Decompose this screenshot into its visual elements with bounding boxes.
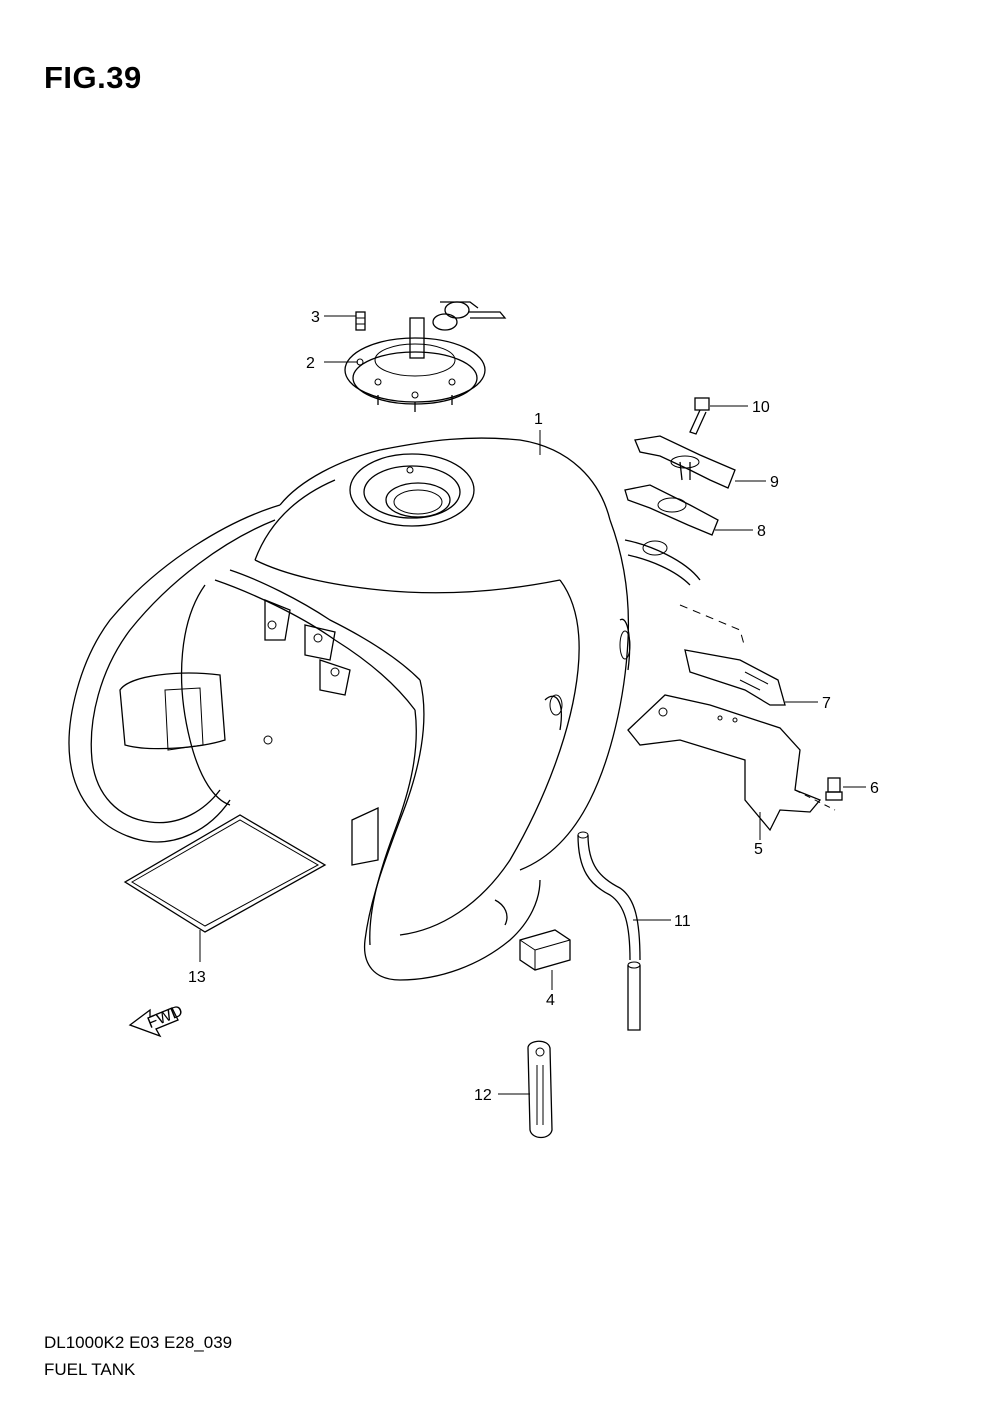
leader-lines bbox=[199, 315, 866, 1095]
part-label-4: 4 bbox=[546, 992, 555, 1009]
part-label-10: 10 bbox=[752, 399, 770, 416]
part-label-1: 1 bbox=[534, 411, 543, 428]
part-label-7: 7 bbox=[822, 695, 831, 712]
mount-parts-drawing bbox=[624, 397, 843, 832]
part-label-8: 8 bbox=[757, 523, 766, 540]
part-label-13: 13 bbox=[188, 969, 206, 986]
figure-title: FIG.39 bbox=[44, 60, 142, 95]
part-label-12: 12 bbox=[474, 1087, 492, 1104]
model-code: DL1000K2 E03 E28_039 bbox=[44, 1333, 233, 1352]
part-label-6: 6 bbox=[870, 780, 879, 797]
part-label-2: 2 bbox=[306, 355, 315, 372]
part-labels: 1 2 3 4 5 6 7 8 9 10 11 12 13 FWD bbox=[145, 309, 879, 1104]
fuel-cap-drawing bbox=[344, 301, 507, 412]
fuel-tank-drawing bbox=[68, 437, 701, 981]
fwd-label: FWD bbox=[145, 1003, 185, 1032]
misc-parts-drawing bbox=[123, 814, 641, 1139]
figure-name: FUEL TANK bbox=[44, 1360, 136, 1379]
part-label-5: 5 bbox=[754, 841, 763, 858]
fwd-arrow-icon bbox=[128, 1007, 179, 1038]
part-label-11: 11 bbox=[674, 913, 691, 930]
part-label-9: 9 bbox=[770, 474, 779, 491]
part-label-3: 3 bbox=[311, 309, 320, 326]
